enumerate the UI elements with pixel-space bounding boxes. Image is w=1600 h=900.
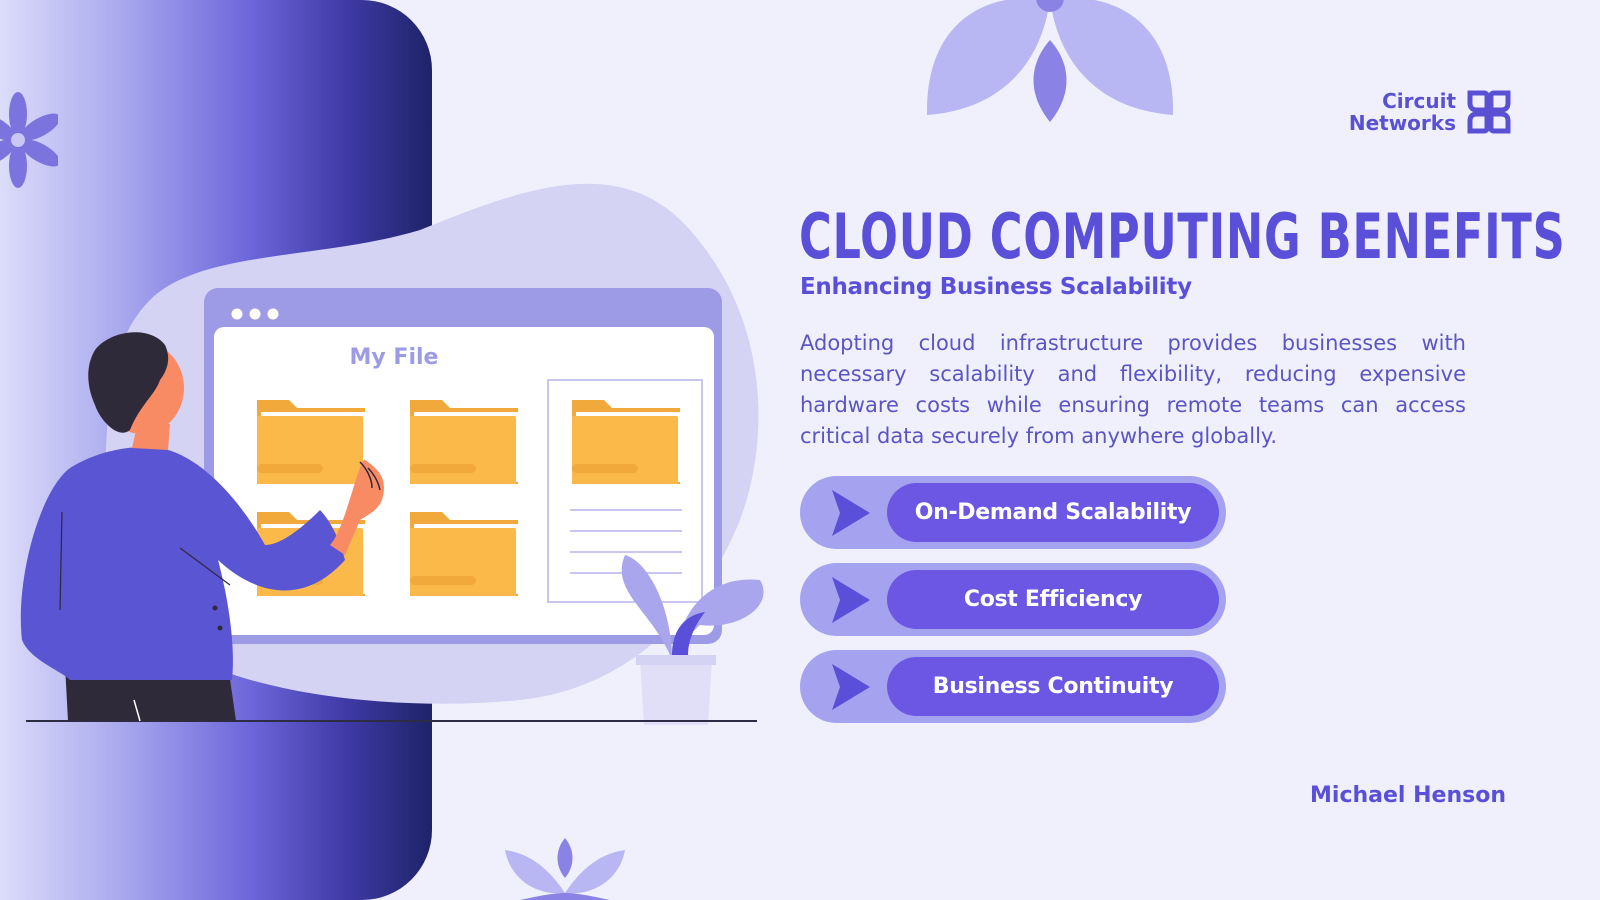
- presenter-name: Michael Henson: [1310, 783, 1506, 808]
- benefit-label: On-Demand Scalability: [887, 483, 1219, 542]
- folder-icon: [410, 400, 520, 484]
- plant-icon: [621, 555, 764, 725]
- logo-line-2: Networks: [1348, 111, 1456, 135]
- flower-decoration-icon: [0, 92, 58, 188]
- play-arrow-icon: [832, 490, 870, 536]
- flower-decoration-icon: [505, 838, 625, 900]
- benefit-item: Business Continuity: [800, 650, 1226, 723]
- slide-subtitle: Enhancing Business Scalability: [800, 274, 1192, 300]
- slide-title: CLOUD COMPUTING BENEFITS: [799, 200, 1566, 273]
- folder-icon: [257, 400, 367, 484]
- play-arrow-icon: [832, 577, 870, 623]
- four-petal-logo-icon: [1467, 90, 1511, 134]
- flower-decoration-icon: [926, 0, 1174, 122]
- illustration: My File: [20, 183, 764, 725]
- window-title: My File: [350, 345, 439, 370]
- benefit-label: Business Continuity: [887, 657, 1219, 716]
- person-illustration: [20, 332, 385, 722]
- benefit-list: On-Demand Scalability Cost Efficiency Bu…: [800, 476, 1226, 737]
- logo-text: Circuit Networks: [1349, 90, 1456, 134]
- body-paragraph: Adopting cloud infrastructure provides b…: [800, 331, 1466, 448]
- folder-icon: [410, 512, 520, 596]
- benefit-item: On-Demand Scalability: [800, 476, 1226, 549]
- benefit-label: Cost Efficiency: [887, 570, 1219, 629]
- benefit-item: Cost Efficiency: [800, 563, 1226, 636]
- folder-icon: [572, 400, 682, 484]
- logo-line-1: Circuit: [1382, 89, 1456, 113]
- company-logo: Circuit Networks: [1349, 89, 1512, 135]
- play-arrow-icon: [832, 664, 870, 710]
